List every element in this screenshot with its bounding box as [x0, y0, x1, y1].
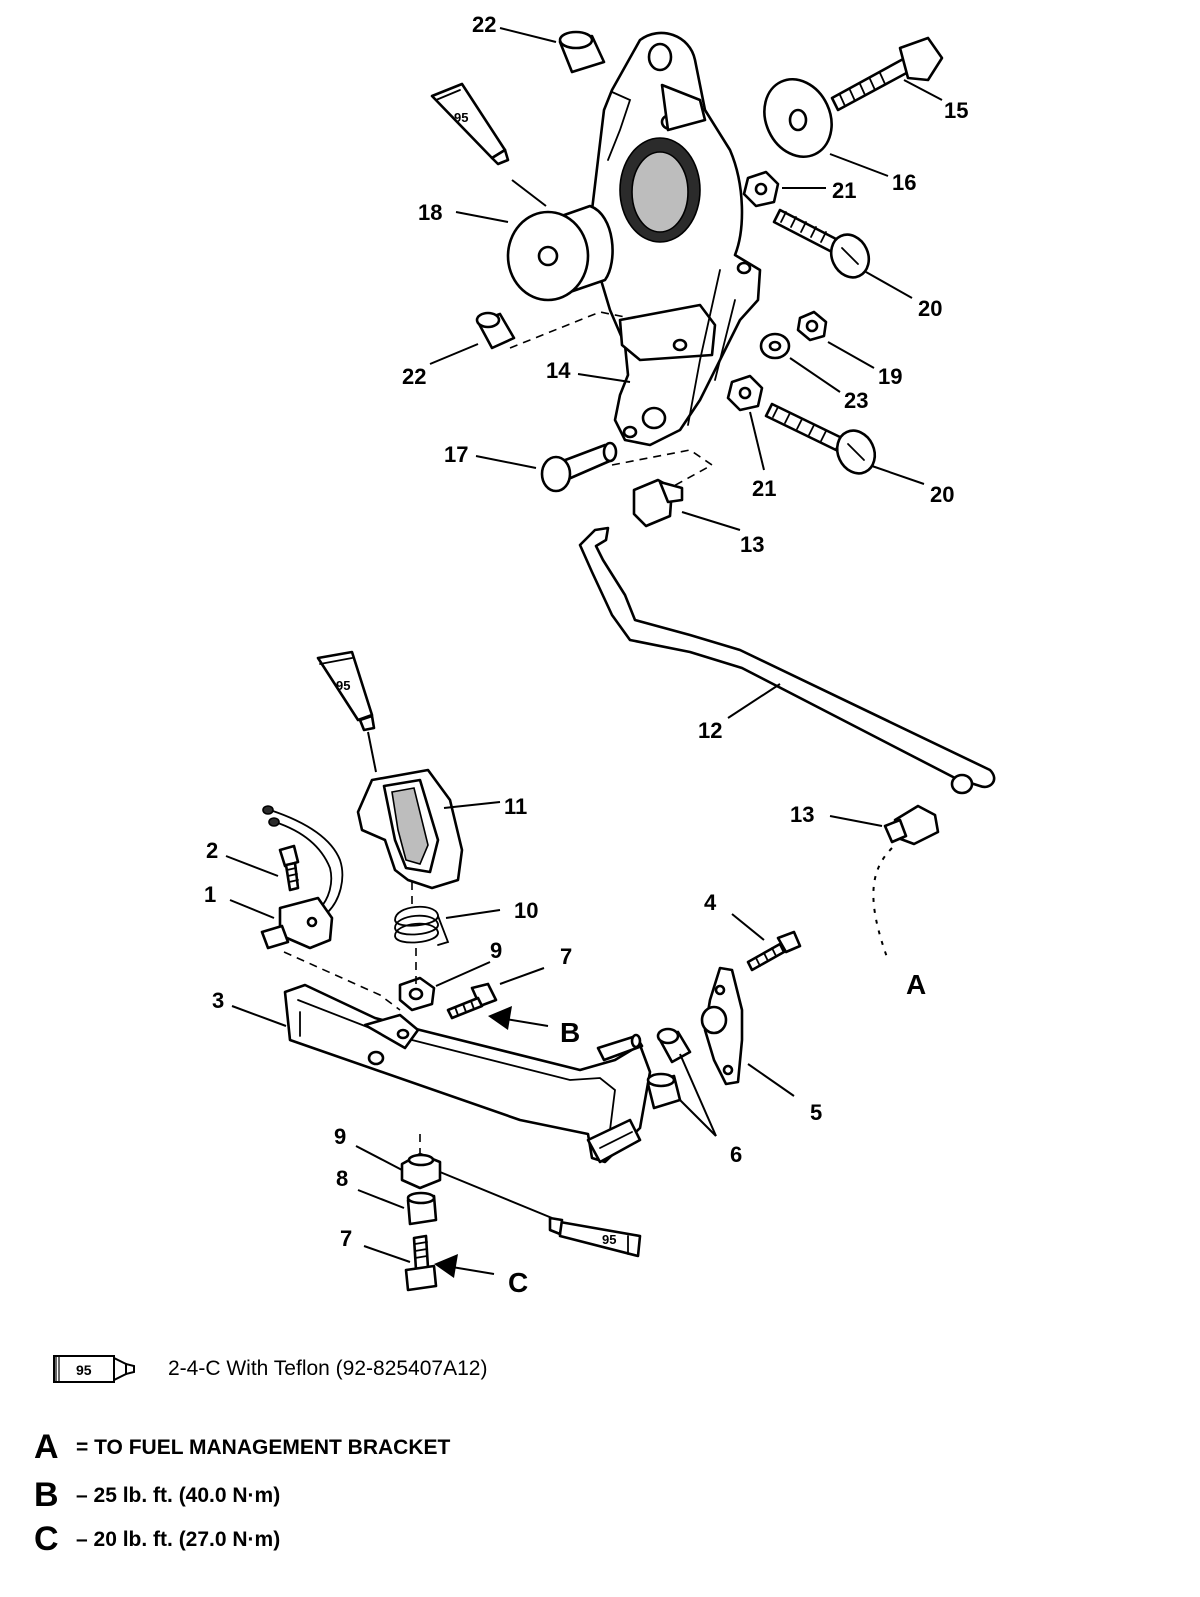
callout-b: B [560, 1017, 580, 1048]
legend-key-c: C [34, 1520, 59, 1558]
part-21-nut-upper [742, 170, 780, 208]
legend-item-c: C – 20 lb. ft. (27.0 N·m) [34, 1520, 280, 1559]
part-9-nut-lower [400, 1152, 442, 1190]
part-7-bolt-upper [446, 982, 498, 1020]
callout-22-lower: 22 [402, 364, 426, 389]
callout-11: 11 [504, 794, 527, 819]
part-6-bushings [646, 1027, 692, 1110]
legend-key-a: A [34, 1428, 59, 1466]
part-16-washer [763, 78, 833, 158]
part-8-spacer [406, 1191, 438, 1226]
sealant-tube-lower: 95 [548, 1216, 642, 1258]
arrow-b [488, 1006, 549, 1030]
callout-c: C [508, 1267, 528, 1298]
callout-15: 15 [944, 98, 968, 123]
legend-sealant-text: 2-4-C With Teflon (92-825407A12) [168, 1357, 488, 1380]
part-1-switch [260, 805, 344, 950]
part-5-plate [700, 966, 744, 1086]
callout-4: 4 [704, 890, 717, 915]
part-22-bushing-upper [558, 30, 606, 74]
part-11-cover [356, 768, 464, 890]
part-21-nut-lower [726, 374, 764, 412]
callout-9-lower: 9 [334, 1124, 346, 1149]
legend-sealant: 95 2-4-C With Teflon (92-825407A12) [52, 1352, 487, 1386]
callout-10: 10 [514, 898, 538, 923]
callout-23: 23 [844, 388, 868, 413]
callout-7-lower: 7 [340, 1226, 352, 1251]
part-13-fitting-upper [632, 478, 684, 528]
legend-text-a: = TO FUEL MANAGEMENT BRACKET [76, 1435, 451, 1459]
svg-text:95: 95 [454, 110, 468, 125]
sealant-tube-middle: 95 [316, 650, 376, 732]
legend-item-b: B – 25 lb. ft. (40.0 N·m) [34, 1476, 280, 1515]
part-17-pin [540, 441, 618, 493]
part-3-lever-arm [283, 983, 652, 1164]
callout-21-lower: 21 [752, 476, 776, 501]
part-18-bushing [506, 204, 614, 302]
callout-2: 2 [206, 838, 218, 863]
legend-text-b: – 25 lb. ft. (40.0 N·m) [76, 1483, 281, 1507]
callout-22-upper: 22 [472, 12, 496, 37]
part-13-fitting-lower [883, 804, 940, 846]
part-2-screw [278, 844, 300, 892]
sealant-tube-upper: 95 [430, 82, 510, 166]
callout-20-lower: 20 [930, 482, 954, 507]
callout-20-upper: 20 [918, 296, 942, 321]
part-19-nut [796, 310, 828, 342]
part-20-screw-upper [772, 208, 871, 279]
legend-key-b: B [34, 1476, 59, 1514]
legend-text-c: – 20 lb. ft. (27.0 N·m) [76, 1527, 281, 1551]
callout-3: 3 [212, 988, 224, 1013]
part-9-nut-upper [398, 976, 436, 1012]
callout-6: 6 [730, 1142, 742, 1167]
callout-1: 1 [204, 882, 216, 907]
callout-8: 8 [336, 1166, 348, 1191]
callout-9-upper: 9 [490, 938, 502, 963]
leader-lines [225, 27, 943, 1263]
legend-item-a: A = TO FUEL MANAGEMENT BRACKET [34, 1428, 450, 1467]
callout-14: 14 [546, 358, 571, 383]
callout-a: A [906, 969, 926, 1000]
callout-7-upper: 7 [560, 944, 572, 969]
callout-17: 17 [444, 442, 468, 467]
callout-5: 5 [810, 1100, 822, 1125]
callout-12: 12 [698, 718, 722, 743]
callout-16: 16 [892, 170, 916, 195]
svg-text:95: 95 [602, 1232, 616, 1247]
assembly-lines [283, 311, 893, 1156]
part-15-bolt [830, 36, 944, 112]
callout-21-upper: 21 [832, 178, 856, 203]
callout-13-lower: 13 [790, 802, 814, 827]
callout-19: 19 [878, 364, 902, 389]
part-12-rod [578, 526, 996, 795]
part-10-spring [394, 905, 450, 946]
svg-text:95: 95 [76, 1362, 92, 1378]
callout-18: 18 [418, 200, 442, 225]
callout-labels: 22 15 16 21 18 20 22 14 19 23 17 21 20 1… [204, 12, 968, 1298]
part-14-bracket [590, 31, 762, 447]
arrow-c [434, 1254, 495, 1278]
part-22-bushing-lower [475, 311, 516, 350]
sealant-tube-icon: 95 [53, 1355, 135, 1383]
svg-text:95: 95 [336, 678, 350, 693]
part-20-screw-lower [764, 402, 877, 475]
part-4-bolt [746, 930, 802, 972]
part-7-bolt-lower [404, 1234, 438, 1292]
callout-13-upper: 13 [740, 532, 764, 557]
part-23-washer [759, 332, 791, 360]
